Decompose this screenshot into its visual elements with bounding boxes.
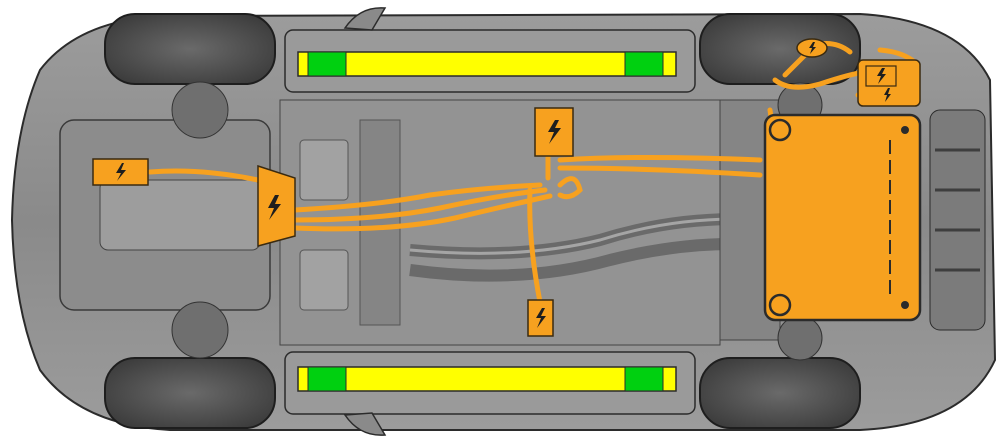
center-tunnel xyxy=(359,119,401,326)
hv-inverter xyxy=(257,164,296,247)
tire-front-left xyxy=(104,13,276,85)
battery-mount-top-right xyxy=(901,126,909,134)
jack-strip-left xyxy=(297,51,677,77)
high-voltage-bolt-icon xyxy=(116,163,126,181)
left-mirror xyxy=(343,7,387,31)
high-voltage-bolt-icon xyxy=(268,195,281,220)
hv-charger xyxy=(527,299,554,337)
rear-right-suspension xyxy=(777,315,823,361)
tire-rear-right xyxy=(699,357,861,429)
floor-rib-2 xyxy=(299,249,349,311)
right-mirror xyxy=(343,412,387,436)
jack-point-right-front xyxy=(307,366,347,392)
hv-onboard-module xyxy=(857,59,921,107)
high-voltage-bolt-icon xyxy=(884,88,891,102)
front-right-suspension xyxy=(171,301,229,359)
high-voltage-bolt-icon xyxy=(548,120,561,144)
jack-point-left-rear xyxy=(624,51,664,77)
hv-dc-connector xyxy=(796,38,828,58)
rear-bumper-grille xyxy=(929,109,986,331)
high-voltage-bolt-icon xyxy=(536,308,546,328)
hv-traction-battery xyxy=(763,113,922,322)
tire-front-right xyxy=(104,357,276,429)
hv-junction-box xyxy=(534,107,574,157)
battery-mount-top-left xyxy=(768,118,792,142)
jack-point-left-front xyxy=(307,51,347,77)
high-voltage-bolt-icon xyxy=(809,42,816,54)
jack-point-right-rear xyxy=(624,366,664,392)
battery-mount-bottom-left xyxy=(768,293,792,317)
exhaust-pipe-highlight xyxy=(409,217,761,255)
exhaust-pipe-lower xyxy=(409,238,761,282)
jack-strip-right xyxy=(297,366,677,392)
front-crossmember xyxy=(99,179,261,251)
front-left-suspension xyxy=(171,81,229,139)
hv-front-motor-module xyxy=(92,158,149,186)
battery-mount-bottom-right xyxy=(901,301,909,309)
floor-rib-1 xyxy=(299,139,349,201)
high-voltage-bolt-icon xyxy=(877,68,886,84)
tire-rear-left xyxy=(699,13,861,85)
